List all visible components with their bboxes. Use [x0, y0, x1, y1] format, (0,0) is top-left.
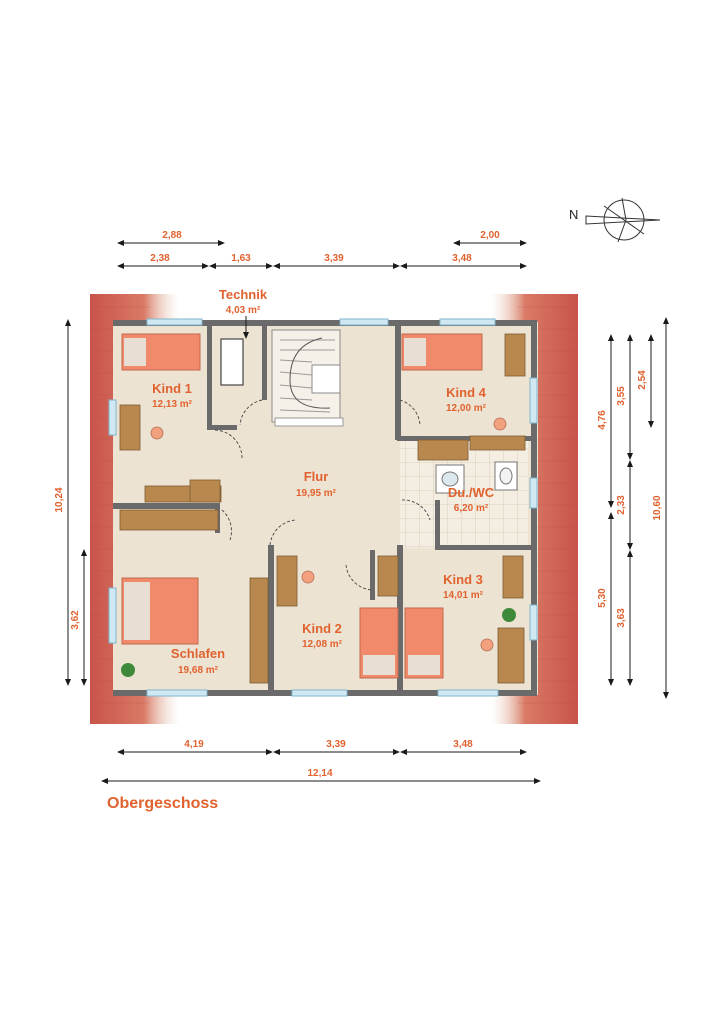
room-kind1-name: Kind 1 [152, 381, 192, 396]
windows [108, 318, 538, 697]
dim-right-4-76: 4,76 [597, 410, 608, 430]
room-duwc-area: 6,20 m² [454, 503, 489, 514]
room-kind3-name: Kind 3 [443, 572, 483, 587]
dim-left-3-62: 3,62 [70, 610, 81, 630]
room-flur-name: Flur [304, 469, 329, 484]
dimension-labels: 2,88 2,00 2,38 1,63 3,39 3,48 4,19 3,39 … [54, 230, 663, 779]
room-duwc-name: Du./WC [448, 485, 495, 500]
dim-left-10-24: 10,24 [54, 487, 65, 512]
compass-icon: N [569, 197, 661, 243]
dim-right-2-33: 2,33 [616, 495, 627, 515]
floor-title: Obergeschoss [107, 795, 219, 812]
plants [121, 608, 516, 677]
room-kind2-area: 12,08 m² [302, 639, 343, 650]
compass-north-label: N [569, 207, 578, 222]
bed-kind3 [404, 607, 444, 679]
beds [121, 333, 483, 679]
room-labels: Technik 4,03 m² Kind 1 12,13 m² Kind 4 1… [152, 287, 495, 676]
furniture [119, 333, 526, 684]
dim-right-10-60: 10,60 [652, 495, 663, 520]
chairs [150, 417, 507, 652]
door-swings [214, 399, 431, 591]
room-kind4-area: 12,00 m² [446, 403, 487, 414]
dim-bottom-3-48: 3,48 [453, 739, 473, 750]
bed-kind4 [401, 333, 483, 371]
room-schlafen-name: Schlafen [171, 646, 225, 661]
dim-bottom-4-19: 4,19 [184, 739, 204, 750]
room-flur-area: 19,95 m² [296, 488, 337, 499]
dim-top-2-00: 2,00 [480, 230, 500, 241]
dim-top-1-63: 1,63 [231, 253, 251, 264]
room-technik-area: 4,03 m² [226, 305, 261, 316]
dim-right-2-54: 2,54 [637, 370, 648, 390]
room-kind1-area: 12,13 m² [152, 399, 193, 410]
dimension-lines [65, 240, 669, 784]
room-schlafen-area: 19,68 m² [178, 665, 219, 676]
room-technik-name: Technik [219, 287, 268, 302]
bed-schlafen [121, 577, 199, 645]
technik-unit [220, 338, 244, 386]
room-kind4-name: Kind 4 [446, 385, 486, 400]
dim-top-2-88: 2,88 [162, 230, 182, 241]
bathroom-fixtures [435, 461, 518, 494]
room-kind2-name: Kind 2 [302, 621, 342, 636]
bed-kind2 [359, 607, 399, 679]
dim-right-3-55: 3,55 [616, 386, 627, 406]
dim-top-3-39: 3,39 [324, 253, 344, 264]
dim-bottom-3-39: 3,39 [326, 739, 346, 750]
dim-top-3-48: 3,48 [452, 253, 472, 264]
bed-kind1 [121, 333, 201, 371]
dim-top-2-38: 2,38 [150, 253, 170, 264]
dim-right-3-63: 3,63 [616, 608, 627, 628]
dim-right-5-30: 5,30 [597, 588, 608, 608]
dim-bottom-total: 12,14 [307, 768, 332, 779]
staircase [271, 329, 344, 427]
room-kind3-area: 14,01 m² [443, 590, 484, 601]
